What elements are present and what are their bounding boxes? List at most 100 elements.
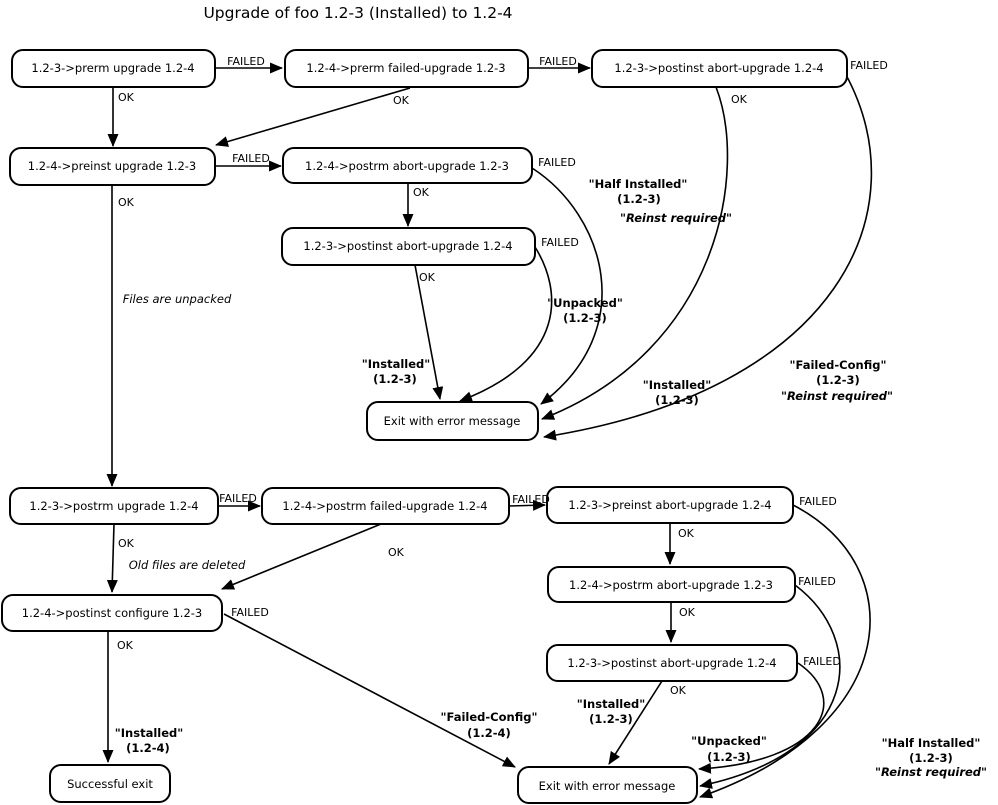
edge-postrmfailed-failed (508, 499, 546, 511)
state-installed-final-version: (1.2-4) (126, 741, 170, 755)
state-failed-config-top-extra: "Reinst required" (781, 389, 893, 403)
node-postinst-abort-bottom-box (546, 644, 798, 682)
state-failed-config-final-version: (1.2-4) (467, 726, 511, 740)
failed-label-preinstabort: FAILED (799, 495, 837, 508)
edge-postinstabort-failed-curve (459, 246, 553, 402)
state-installed-mid-left-version: (1.2-3) (373, 372, 417, 386)
node-postinst-abort-mid: 1.2-3->postinst abort-upgrade 1.2-4 (281, 227, 536, 266)
node-postinst-configure-label: 1.2-4->postinst configure 1.2-3 (22, 606, 202, 620)
state-half-installed-top-version: (1.2-3) (617, 192, 661, 206)
node-postinst-abort-mid-box (281, 227, 536, 266)
state-half-installed-bottom-extra: "Reinst required" (875, 765, 987, 779)
state-installed-bottom-name: "Installed" (577, 697, 645, 711)
failed-label-postrm: FAILED (219, 492, 257, 505)
state-failed-config-top-name: "Failed-Config" (790, 358, 887, 372)
ok-label-prermfailed: OK (393, 94, 410, 107)
node-postinst-abort-bottom-label: 1.2-3->postinst abort-upgrade 1.2-4 (567, 656, 776, 670)
node-postrm-abort-bottom-box (547, 566, 796, 603)
failed-label-preinst: FAILED (232, 152, 270, 165)
node-preinst-upgrade-box (9, 147, 216, 186)
node-postinst-configure-box (1, 594, 223, 632)
nodes: 1.2-3->prerm upgrade 1.2-4 1.2-4->prerm … (1, 49, 848, 804)
state-failed-config-top: "Failed-Config" (1.2-3) "Reinst required… (781, 358, 893, 403)
edge-postrmfailed-ok (221, 523, 382, 590)
state-failed-config-final: "Failed-Config" (1.2-4) (441, 710, 538, 740)
failed-label-postinsttop: FAILED (850, 59, 888, 72)
state-unpacked-bottom: "Unpacked" (1.2-3) (691, 734, 767, 764)
state-installed-mid-right-name: "Installed" (643, 378, 711, 392)
page-title: Upgrade of foo 1.2-3 (Installed) to 1.2-… (203, 4, 512, 22)
ok-label-postrmabortbottom: OK (679, 606, 696, 619)
state-installed-mid-right-version: (1.2-3) (655, 393, 699, 407)
state-half-installed-bottom-name: "Half Installed" (882, 736, 981, 750)
failed-label-postrmfailed: FAILED (512, 493, 550, 506)
node-preinst-upgrade: 1.2-4->preinst upgrade 1.2-3 (9, 147, 216, 186)
node-prerm-upgrade-box (11, 49, 216, 88)
failed-label-postinstabortbottom: FAILED (803, 655, 841, 668)
node-preinst-abort: 1.2-3->preinst abort-upgrade 1.2-4 (546, 486, 794, 524)
node-preinst-abort-box (546, 486, 794, 524)
node-postinst-abort-bottom: 1.2-3->postinst abort-upgrade 1.2-4 (546, 644, 798, 682)
node-postrm-abort-mid-label: 1.2-4->postrm abort-upgrade 1.2-3 (305, 159, 509, 173)
state-half-installed-top: "Half Installed" (1.2-3) "Reinst require… (589, 177, 732, 225)
state-installed-mid-right: "Installed" (1.2-3) (643, 378, 711, 407)
node-prerm-failed-upgrade: 1.2-4->prerm failed-upgrade 1.2-3 (284, 49, 529, 88)
node-postrm-failed-upgrade-box (261, 487, 510, 525)
node-preinst-abort-label: 1.2-3->preinst abort-upgrade 1.2-4 (568, 498, 771, 512)
node-postinst-abort-mid-label: 1.2-3->postinst abort-upgrade 1.2-4 (303, 239, 512, 253)
edge-labels: FAILED FAILED FAILED OK OK OK FAILED FAI… (117, 55, 888, 697)
state-unpacked-top-name: "Unpacked" (547, 296, 623, 310)
state-unpacked-bottom-version: (1.2-3) (707, 750, 751, 764)
state-failed-config-top-version: (1.2-3) (816, 373, 860, 387)
ok-label-postinstabortbottom: OK (670, 684, 687, 697)
node-postrm-failed-upgrade-label: 1.2-4->postrm failed-upgrade 1.2-4 (282, 499, 487, 513)
node-postinst-configure: 1.2-4->postinst configure 1.2-3 (1, 594, 223, 632)
node-exit-error-2-label: Exit with error message (539, 779, 676, 793)
edge-postinsttop-ok-curve (541, 86, 729, 420)
note-old-files-deleted: Old files are deleted (129, 558, 246, 572)
node-exit-error-2-box (517, 766, 698, 804)
ok-label-postrm: OK (118, 537, 135, 550)
state-installed-mid-left: "Installed" (1.2-3) (362, 357, 430, 386)
notes: Files are unpacked Old files are deleted (123, 292, 246, 572)
ok-label-postinsttop: OK (731, 93, 748, 106)
ok-label-postrmfailed: OK (388, 546, 405, 559)
state-installed-bottom: "Installed" (1.2-3) (577, 697, 645, 726)
state-installed-final-name: "Installed" (115, 726, 183, 740)
node-postinst-abort-top-box (591, 49, 848, 88)
ok-label-postrmabortmid: OK (413, 186, 430, 199)
node-exit-error-1-box (366, 401, 539, 441)
state-installed-bottom-version: (1.2-3) (589, 712, 633, 726)
state-failed-config-final-name: "Failed-Config" (441, 710, 538, 724)
ok-label-prerm: OK (118, 91, 135, 104)
node-exit-error-1: Exit with error message (366, 401, 539, 441)
edge-postrmabortbottom-failed-curve (699, 584, 841, 789)
node-postrm-abort-mid: 1.2-4->postrm abort-upgrade 1.2-3 (282, 147, 533, 184)
node-preinst-upgrade-label: 1.2-4->preinst upgrade 1.2-3 (28, 159, 196, 173)
failed-label-prermfailed: FAILED (539, 55, 577, 68)
ok-label-postinstabortmid: OK (419, 271, 436, 284)
ok-label-preinstabort: OK (678, 527, 695, 540)
node-postinst-abort-top: 1.2-3->postinst abort-upgrade 1.2-4 (591, 49, 848, 88)
edge-postinsttop-failed-curve (543, 72, 873, 441)
node-prerm-upgrade-label: 1.2-3->prerm upgrade 1.2-4 (31, 61, 194, 75)
state-half-installed-bottom: "Half Installed" (1.2-3) "Reinst require… (875, 736, 987, 779)
state-annotations: "Half Installed" (1.2-3) "Reinst require… (115, 177, 987, 779)
state-half-installed-top-extra: "Reinst required" (620, 211, 732, 225)
node-exit-error-2: Exit with error message (517, 766, 698, 804)
node-postrm-upgrade-label: 1.2-3->postrm upgrade 1.2-4 (29, 499, 198, 513)
node-postrm-abort-bottom: 1.2-4->postrm abort-upgrade 1.2-3 (547, 566, 796, 603)
failed-label-prerm: FAILED (227, 55, 265, 68)
node-successful-exit-box (49, 764, 171, 803)
node-successful-exit-label: Successful exit (67, 777, 153, 791)
edge-postrm-ok (106, 523, 118, 593)
edge-postrmabort-failed-curve (531, 167, 603, 405)
state-unpacked-bottom-name: "Unpacked" (691, 734, 767, 748)
node-postinst-abort-top-label: 1.2-3->postinst abort-upgrade 1.2-4 (614, 61, 823, 75)
ok-label-preinst: OK (118, 196, 135, 209)
state-half-installed-bottom-version: (1.2-3) (909, 751, 953, 765)
node-exit-error-1-label: Exit with error message (384, 414, 521, 428)
failed-label-postinstabortmid: FAILED (541, 236, 579, 249)
